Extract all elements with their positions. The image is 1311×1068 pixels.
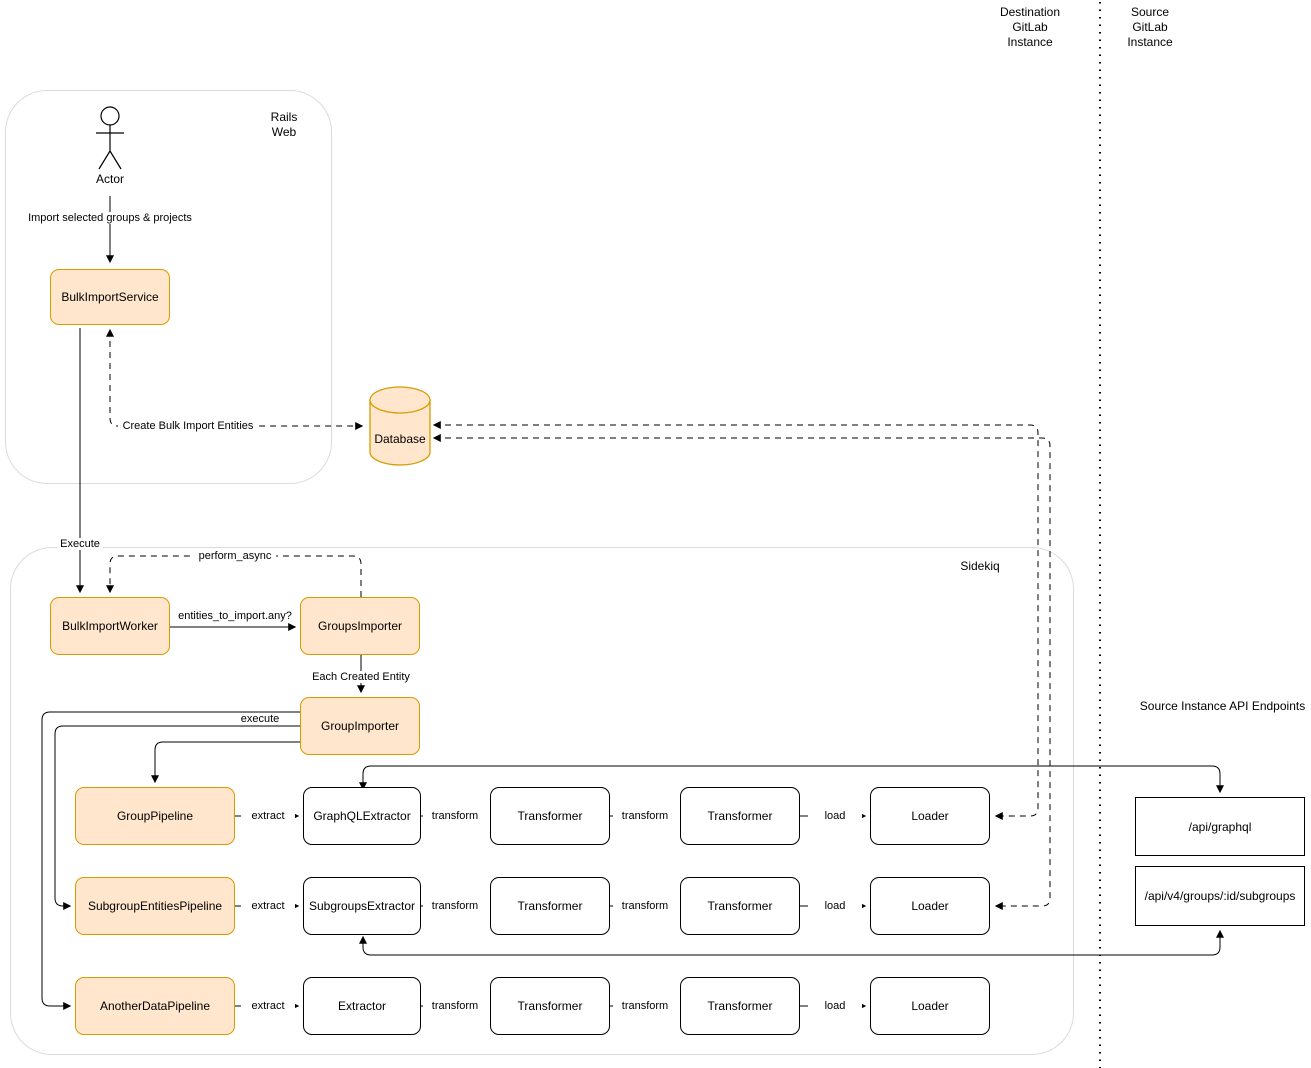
loader-node-r1: Loader: [870, 787, 990, 845]
bulk-import-worker-node: BulkImportWorker: [50, 597, 170, 655]
api-subgroups-endpoint: /api/v4/groups/:id/subgroups: [1135, 866, 1305, 926]
transformer-node-r3a: Transformer: [490, 977, 610, 1035]
edge-create-entities: [106, 328, 364, 430]
transformer-node-r1b: Transformer: [680, 787, 800, 845]
loader-node-r3: Loader: [870, 977, 990, 1035]
edge-label-each-created-entity: Each Created Entity: [308, 671, 414, 683]
actor-label: Actor: [95, 172, 124, 186]
edge-perform-async: [106, 555, 362, 597]
groups-importer-node: GroupsImporter: [300, 597, 420, 655]
edge-execute-row3: [41, 711, 300, 1010]
rails-web-container: [5, 90, 332, 484]
edge-label-perform-async: perform_async: [194, 550, 276, 562]
group-pipeline-node: GroupPipeline: [75, 787, 235, 845]
subgroups-extractor-node: SubgroupsExtractor: [303, 877, 421, 935]
loader-node-r2: Loader: [870, 877, 990, 935]
source-instance-label: Source GitLab Instance: [1127, 5, 1173, 49]
edge-label-transform-r1b: transform: [613, 810, 677, 822]
bulk-import-service-node: BulkImportService: [50, 269, 170, 325]
edge-label-extract-r2: extract: [241, 900, 295, 912]
edge-database-loader2: [432, 434, 1051, 910]
edge-label-load-r1: load: [808, 810, 862, 822]
edge-label-transform-r3a: transform: [423, 1000, 487, 1012]
api-endpoints-title: Source Instance API Endpoints: [1139, 699, 1306, 713]
group-importer-node: GroupImporter: [300, 697, 420, 755]
edge-label-extract-r3: extract: [241, 1000, 295, 1012]
graphql-extractor-node: GraphQLExtractor: [303, 787, 421, 845]
edge-label-transform-r1a: transform: [423, 810, 487, 822]
database-label: Database: [374, 432, 426, 446]
sidekiq-label: Sidekiq: [960, 559, 1000, 573]
destination-instance-label: Destination GitLab Instance: [999, 5, 1061, 49]
another-data-pipeline-node: AnotherDataPipeline: [75, 977, 235, 1035]
edge-subgroups-extractor-api: [359, 929, 1224, 956]
edge-execute-row2: [54, 725, 300, 910]
edge-label-execute-pipeline: execute: [236, 713, 284, 725]
transformer-node-r1a: Transformer: [490, 787, 610, 845]
transformer-node-r2a: Transformer: [490, 877, 610, 935]
edge-label-transform-r2a: transform: [423, 900, 487, 912]
transformer-node-r2b: Transformer: [680, 877, 800, 935]
edge-label-execute: Execute: [57, 538, 103, 550]
transformer-node-r3b: Transformer: [680, 977, 800, 1035]
edge-label-import-selected: Import selected groups & projects: [18, 212, 202, 224]
edge-label-load-r2: load: [808, 900, 862, 912]
extractor-node: Extractor: [303, 977, 421, 1035]
api-graphql-endpoint: /api/graphql: [1135, 797, 1305, 856]
database-cylinder: [369, 386, 431, 466]
edge-label-create-entities: Create Bulk Import Entities: [118, 420, 258, 432]
rails-web-label: Rails Web: [270, 110, 298, 139]
edge-database-loader1: [432, 421, 1039, 820]
edge-label-entities-check: entities_to_import.any?: [172, 610, 298, 622]
edge-execute-row1: [151, 741, 300, 784]
edge-label-load-r3: load: [808, 1000, 862, 1012]
edge-label-transform-r2b: transform: [613, 900, 677, 912]
edge-label-extract-r1: extract: [241, 810, 295, 822]
edge-label-transform-r3b: transform: [613, 1000, 677, 1012]
subgroup-entities-pipeline-node: SubgroupEntitiesPipeline: [75, 877, 235, 935]
actor-icon: [96, 106, 124, 170]
